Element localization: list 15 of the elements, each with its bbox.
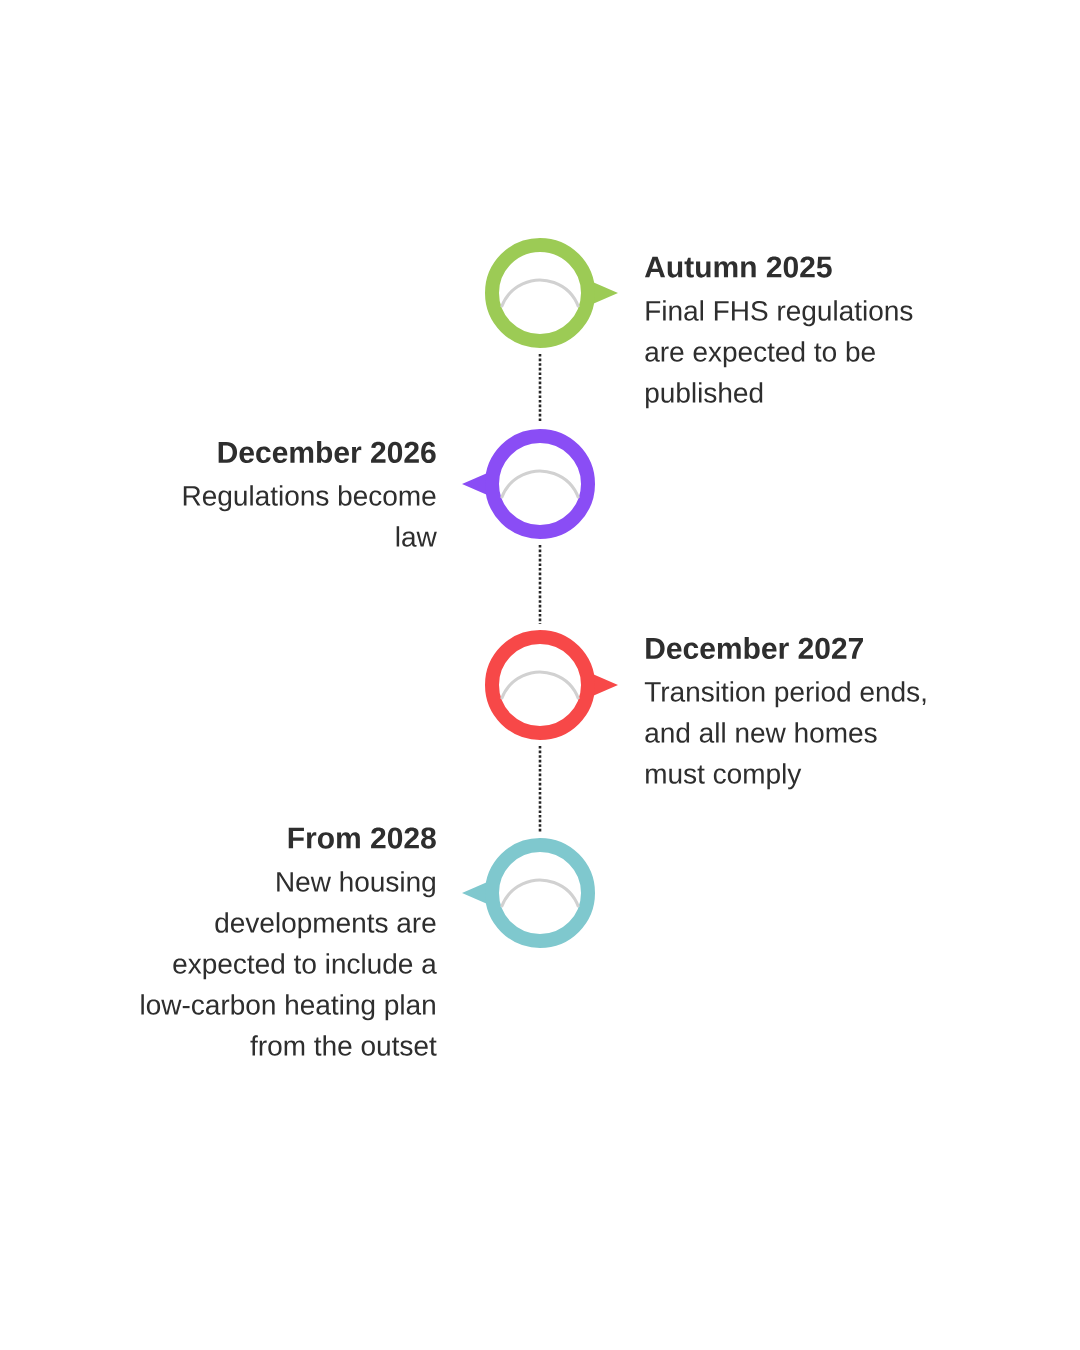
timeline-date: From 2028 [288,827,436,849]
milestone-description: Transition period ends, and all new homes must comply [644,681,926,790]
timeline-date: December 2027 [646,637,863,660]
dotted-connector [538,545,542,624]
milestone-description: New housing developments are expected to include a low-carbon heating plan from the outset [141,871,437,1056]
timeline-date: December 2026 [218,441,436,464]
dotted-connector [538,354,542,423]
milestone-description: Final FHS regulations are expected to be published [645,300,913,409]
ring-marker [485,238,618,348]
timeline-date: Autumn 2025 [644,256,832,278]
ring-marker [485,630,618,740]
milestone-description: Regulations become law [183,485,437,547]
ring-marker [462,838,595,948]
ring-marker [462,429,595,539]
dotted-connector [538,746,542,832]
